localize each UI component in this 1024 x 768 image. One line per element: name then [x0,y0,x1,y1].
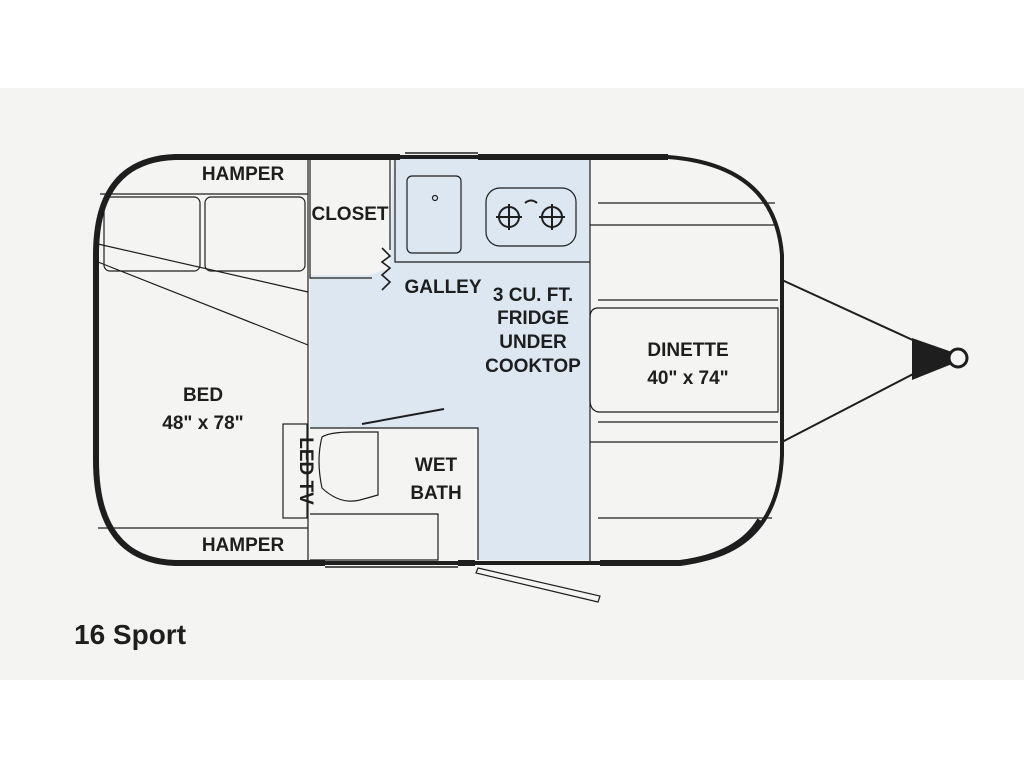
label-fridge-line4: COOKTOP [485,356,581,377]
entry-door [475,567,601,603]
sink [406,175,462,254]
floor-area [310,157,590,560]
shell-heavy-left [93,154,400,566]
wet-bath-area [310,408,479,561]
label-fridge-line2: FRIDGE [497,308,569,329]
label-led-tv: LED TV [295,437,316,505]
dinette-area [589,157,779,563]
label-closet: CLOSET [311,204,388,225]
label-galley: GALLEY [404,277,481,298]
hitch-coupler [912,338,952,380]
label-bed-name: BED [183,385,223,406]
label-wet-line2: BATH [410,483,461,504]
hitch-ball [947,347,969,369]
bed-area [97,157,309,563]
toilet [318,431,379,502]
cooktop-burners [496,199,565,230]
label-fridge-line1: 3 CU. FT. [493,285,573,306]
label-bed-size: 48" x 78" [162,413,243,434]
closet-area [309,157,392,291]
galley-counter [394,160,590,263]
label-hamper-top: HAMPER [202,164,285,185]
label-dinette-size: 40" x 74" [647,368,728,389]
cooktop [485,187,577,247]
label-wet-line1: WET [415,455,458,476]
model-name: 16 Sport [74,619,187,650]
hitch-tongue [781,279,918,443]
shell-heavy-bottom [600,518,763,566]
label-dinette-name: DINETTE [647,340,728,361]
label-hamper-bottom: HAMPER [202,535,285,556]
label-fridge-line3: UNDER [499,332,567,353]
